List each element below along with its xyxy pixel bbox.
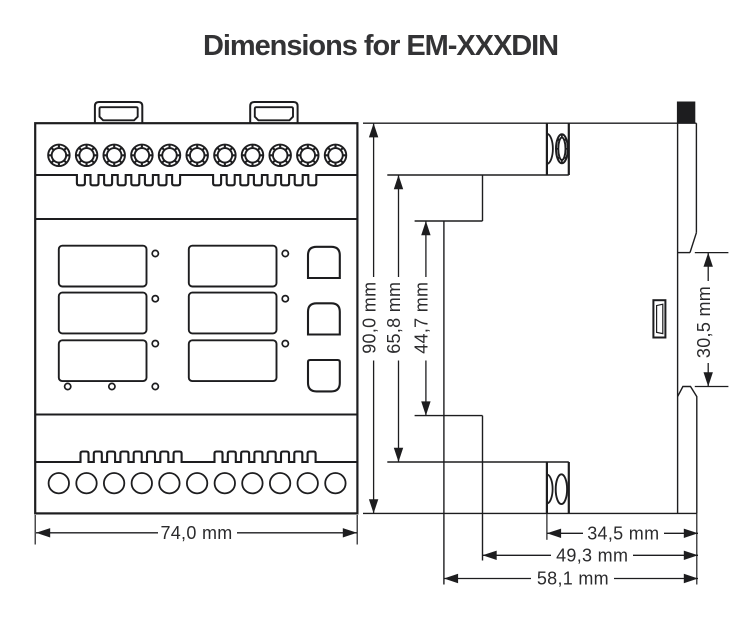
svg-text:49,3 mm: 49,3 mm [556,545,628,565]
svg-text:58,1 mm: 58,1 mm [537,569,609,589]
svg-text:34,5 mm: 34,5 mm [587,523,659,543]
svg-text:65,8 mm: 65,8 mm [384,282,404,354]
svg-text:Dimensions for EM-XXXDIN: Dimensions for EM-XXXDIN [203,30,558,62]
svg-text:30,5 mm: 30,5 mm [694,286,714,358]
svg-text:74,0 mm: 74,0 mm [160,523,232,543]
svg-text:90,0 mm: 90,0 mm [359,282,379,354]
svg-text:44,7 mm: 44,7 mm [412,282,432,354]
